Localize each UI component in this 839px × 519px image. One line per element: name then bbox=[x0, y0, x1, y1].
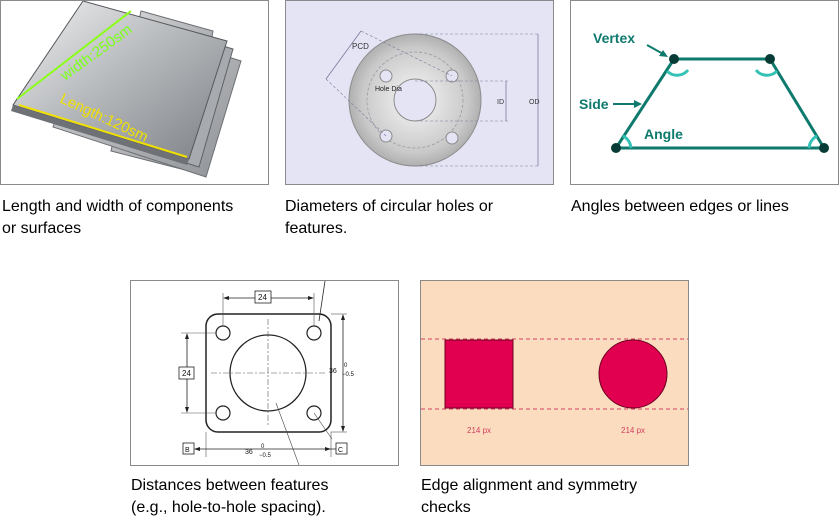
caption-line: Distances between features bbox=[131, 477, 329, 494]
plates-image-panel: width:250sm Length:120sm bbox=[0, 0, 269, 185]
bottom-dimension: 36 bbox=[245, 449, 253, 456]
right-tolerance-lower: −0.5 bbox=[342, 372, 355, 378]
technical-drawing: 24 24 36 0 −0.5 B 36 0 −0.5 C bbox=[131, 281, 398, 465]
vertex-dot bbox=[611, 143, 621, 153]
alignment-diagram: 214 px 214 px bbox=[421, 281, 688, 465]
top-dimension: 24 bbox=[258, 293, 267, 302]
trapezoid-image-panel: Vertex Side Angle bbox=[570, 0, 839, 185]
flange-image-panel: PCD Hole Dia ID OD bbox=[285, 0, 554, 185]
right-pixel-label: 214 px bbox=[621, 426, 645, 435]
caption-line: or surfaces bbox=[2, 220, 82, 237]
right-dimension: 36 bbox=[329, 368, 337, 375]
drawing-caption: Distances between features (e.g., hole-t… bbox=[131, 475, 328, 519]
datum-c: C bbox=[338, 447, 343, 454]
drawing-image-panel: 24 24 36 0 −0.5 B 36 0 −0.5 C bbox=[130, 280, 399, 466]
alignment-image-panel: 214 px 214 px bbox=[420, 280, 689, 466]
od-label: OD bbox=[529, 99, 540, 106]
trapezoid-caption: Angles between edges or lines bbox=[571, 196, 789, 218]
trapezoid-diagram: Vertex Side Angle bbox=[571, 1, 838, 184]
caption-line: (e.g., hole-to-hole spacing). bbox=[131, 499, 326, 516]
id-label: ID bbox=[497, 99, 504, 106]
left-pixel-label: 214 px bbox=[467, 426, 491, 435]
angle-label: Angle bbox=[644, 126, 683, 142]
caption-line: features. bbox=[285, 220, 348, 237]
alignment-caption: Edge alignment and symmetry checks bbox=[421, 475, 637, 519]
caption-line: Length and width of components bbox=[2, 198, 234, 215]
vertex-dot bbox=[669, 54, 679, 64]
pcd-label: PCD bbox=[352, 42, 369, 51]
flange-diagram: PCD Hole Dia ID OD bbox=[286, 1, 553, 184]
metal-plates-illustration: width:250sm Length:120sm bbox=[1, 1, 268, 184]
left-dimension: 24 bbox=[182, 369, 191, 378]
hole-dia-label: Hole Dia bbox=[375, 86, 402, 93]
vertex-dot bbox=[765, 54, 775, 64]
vertex-dot bbox=[819, 143, 829, 153]
plates-caption: Length and width of components or surfac… bbox=[2, 196, 233, 240]
bottom-tolerance-lower: −0.5 bbox=[259, 453, 272, 459]
caption-line: Angles between edges or lines bbox=[571, 198, 789, 215]
caption-line: checks bbox=[421, 499, 471, 516]
datum-b: B bbox=[185, 447, 190, 454]
bottom-tolerance-upper: 0 bbox=[261, 444, 265, 450]
side-label: Side bbox=[579, 96, 609, 112]
caption-line: Diameters of circular holes or bbox=[285, 198, 494, 215]
caption-line: Edge alignment and symmetry bbox=[421, 477, 638, 494]
right-tolerance-upper: 0 bbox=[344, 363, 348, 369]
vertex-label: Vertex bbox=[593, 30, 635, 46]
flange-caption: Diameters of circular holes or features. bbox=[285, 196, 493, 240]
